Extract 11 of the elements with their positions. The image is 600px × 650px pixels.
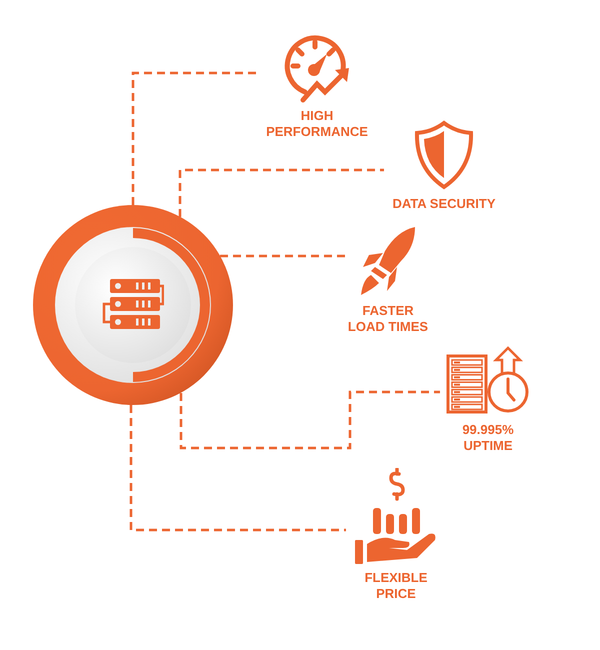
feature-label: FLEXIBLE PRICE: [364, 570, 428, 602]
dashed-connector: [132, 72, 258, 205]
server-hub-circle: [33, 205, 233, 405]
dashed-connector: [178, 168, 384, 217]
feature-label: DATA SECURITY: [392, 196, 496, 212]
dashed-connector: [180, 390, 440, 450]
feature-label: FASTER LOAD TIMES: [346, 303, 430, 335]
feature-label: 99.995% UPTIME: [461, 422, 515, 454]
feature-label: HIGH PERFORMANCE: [265, 108, 369, 140]
dashed-connector: [130, 405, 346, 532]
dashed-connector: [220, 254, 346, 258]
